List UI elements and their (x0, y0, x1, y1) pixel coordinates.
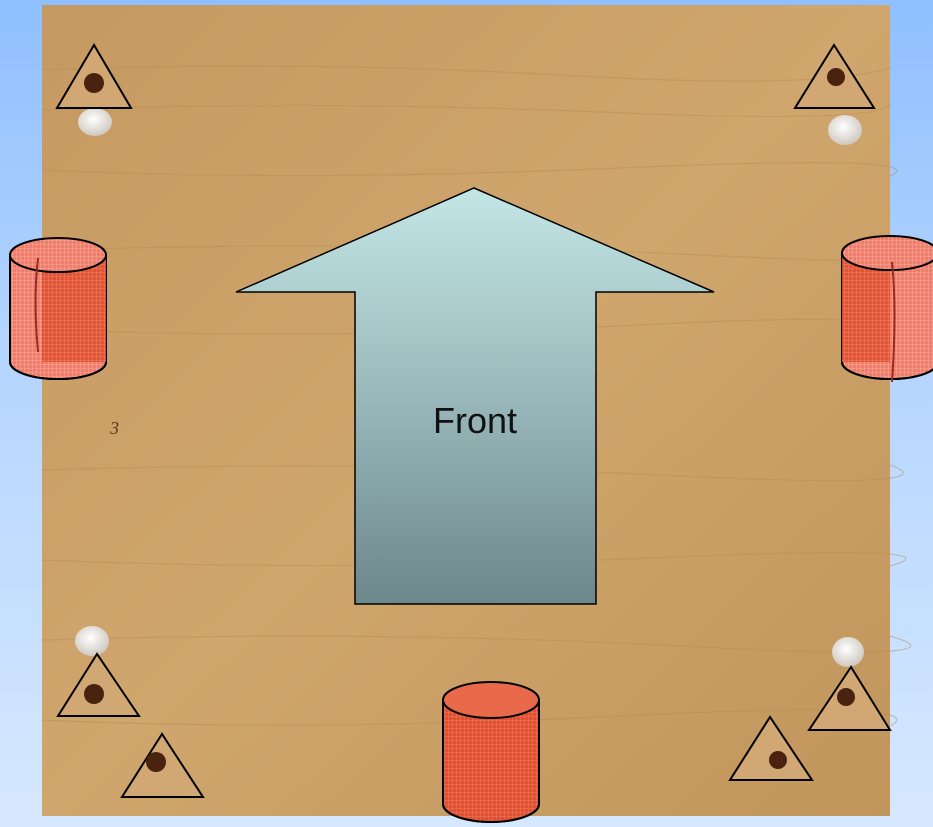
triangle-marker-bottom-right-lower (728, 715, 814, 781)
triangle-marker-top-left (55, 43, 133, 109)
wood-grain (41, 65, 921, 727)
peg-bottom-right (832, 637, 864, 667)
cylinder-left (9, 237, 107, 380)
board-number-mark: 3 (110, 418, 119, 438)
triangle-marker-bottom-right (807, 665, 892, 731)
peg-top-right (828, 115, 862, 145)
triangle-marker-bottom-left-lower (120, 732, 205, 798)
peg-top-left (78, 108, 112, 136)
front-arrow (235, 187, 715, 605)
cylinder-bottom (442, 681, 540, 823)
front-arrow-label: Front (432, 400, 518, 441)
triangle-marker-bottom-left (56, 652, 141, 717)
peg-bottom-left (75, 626, 109, 656)
triangle-marker-top-right (793, 43, 876, 109)
cylinder-right (841, 235, 933, 383)
